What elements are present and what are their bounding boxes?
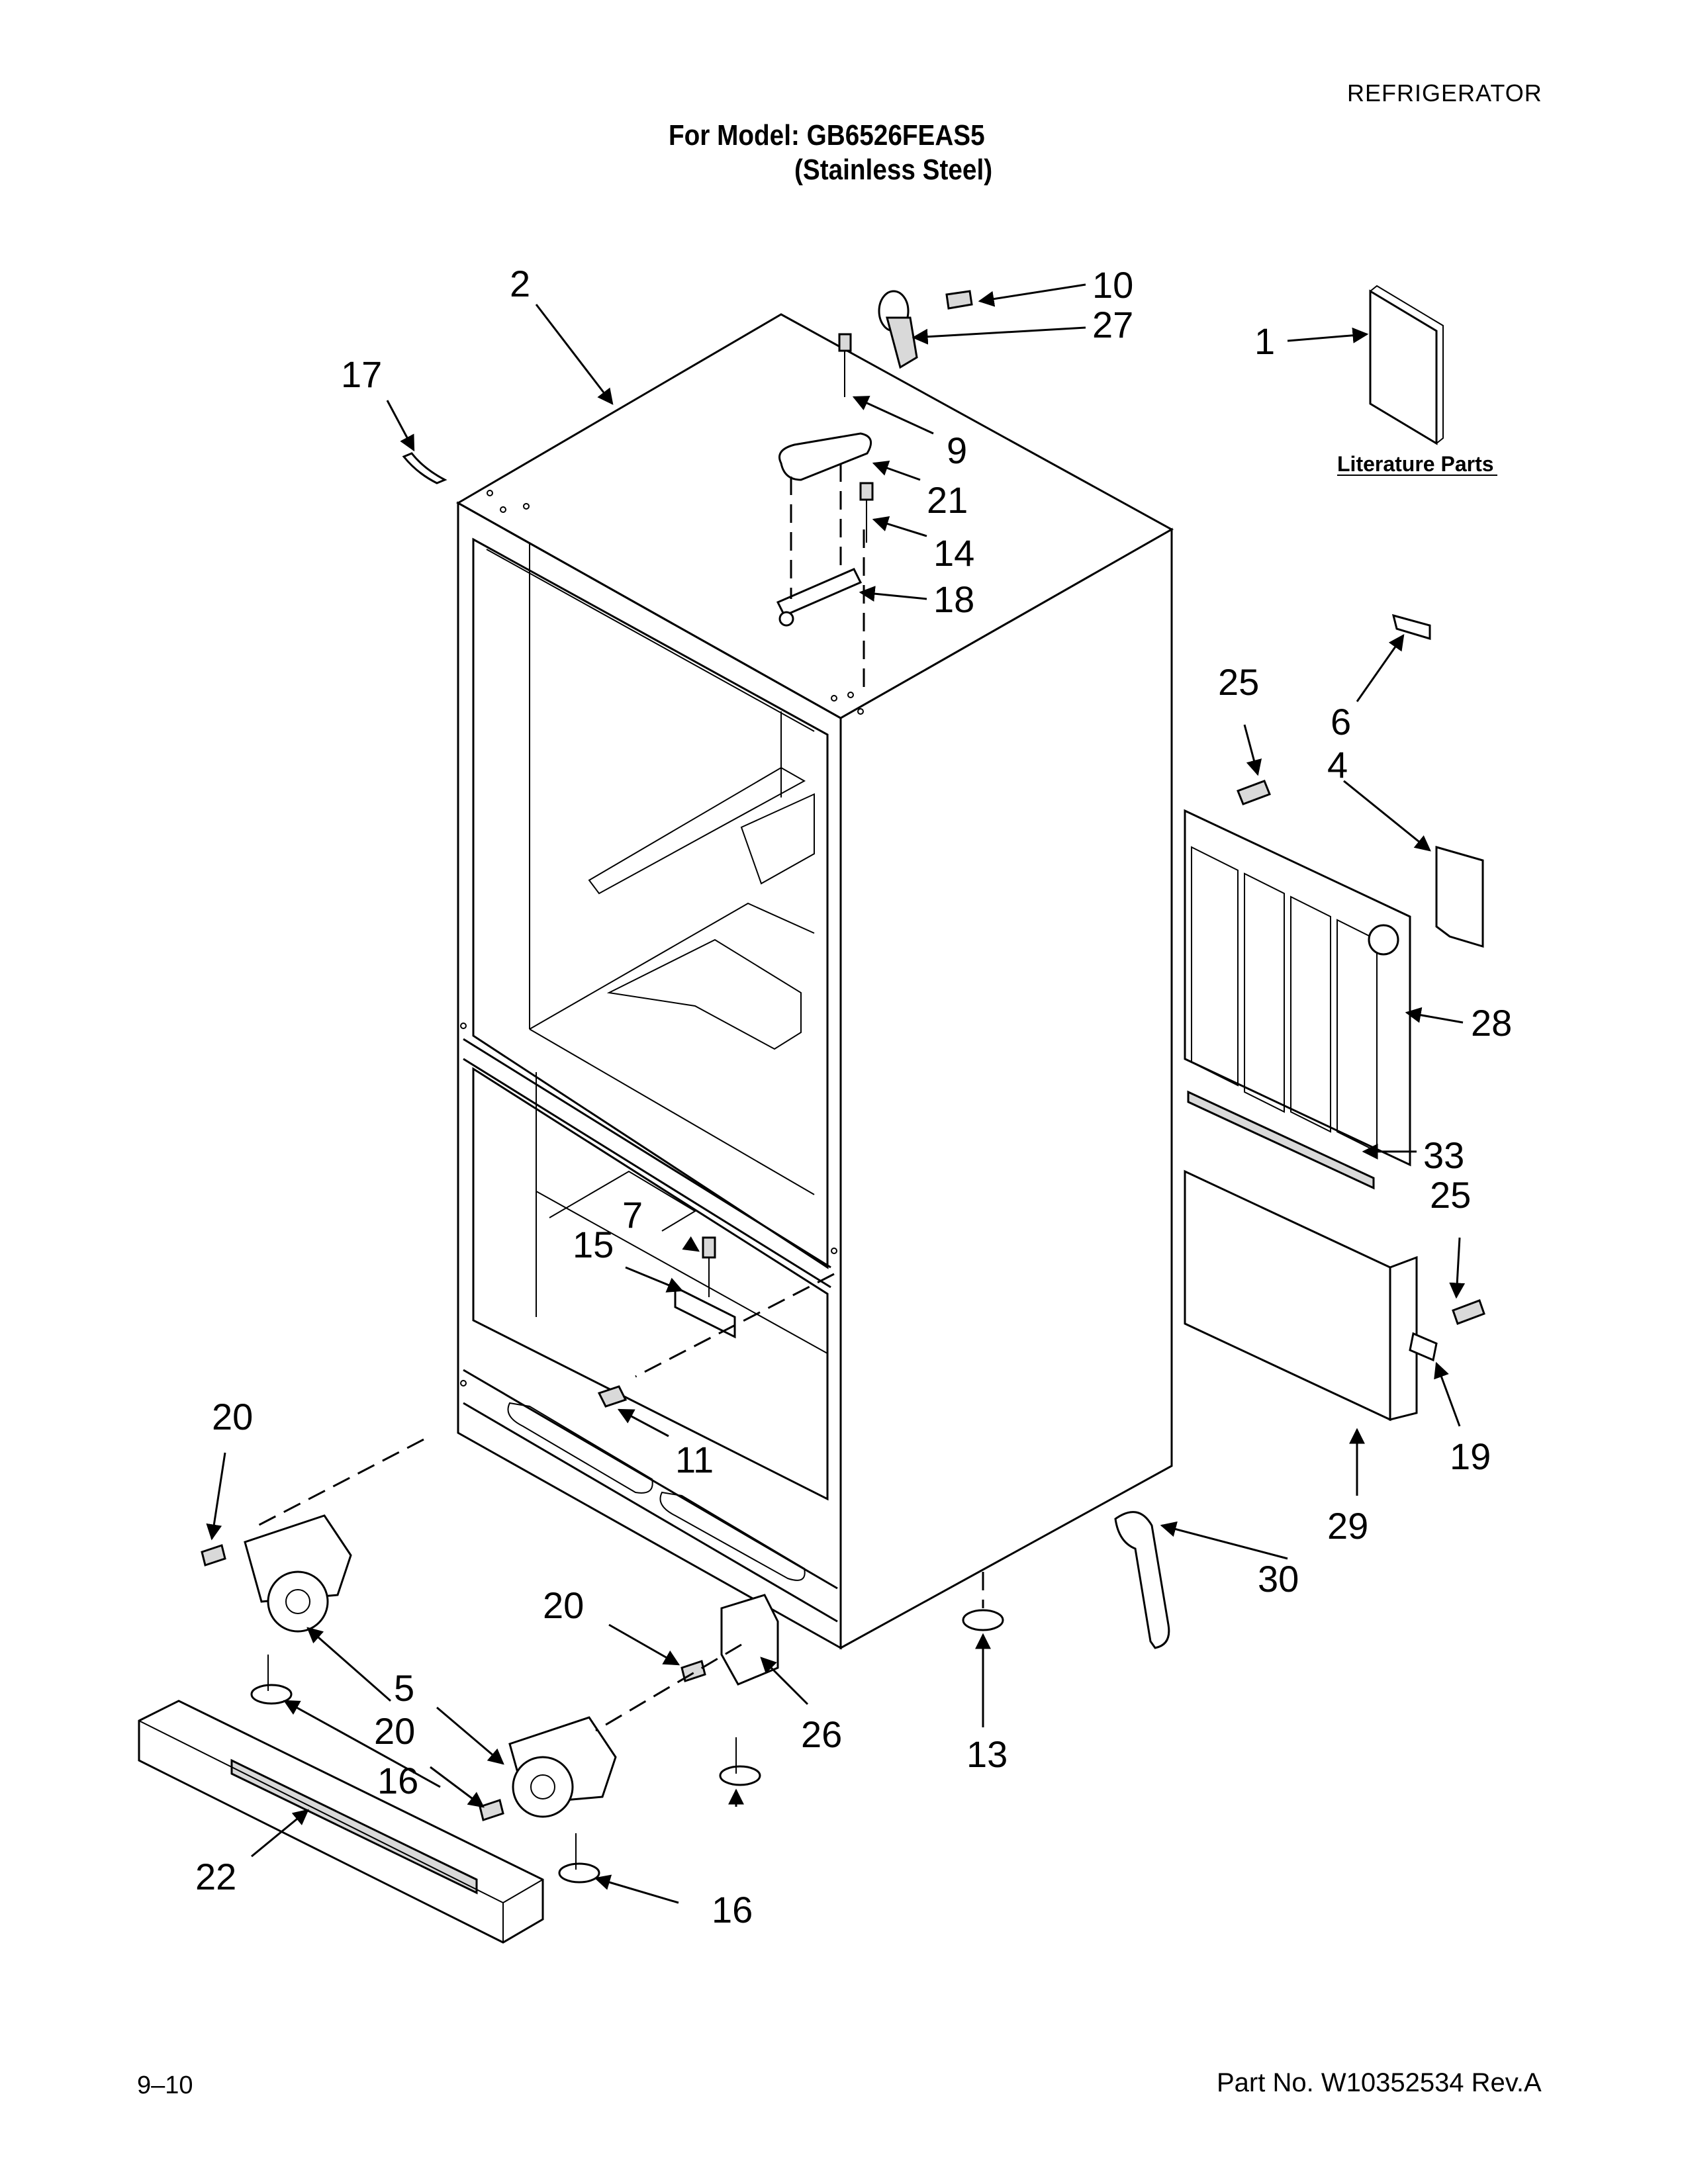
callout-28: 28 — [1471, 1002, 1512, 1044]
screw-20c — [479, 1799, 504, 1821]
leveling-leg-center — [719, 1737, 761, 1786]
callout-33: 33 — [1423, 1134, 1464, 1176]
literature-label: Literature Parts — [1337, 452, 1494, 476]
literature-booklet — [1369, 285, 1444, 445]
callout-2: 2 — [510, 263, 530, 304]
callout-26: 26 — [801, 1713, 842, 1755]
screw-25-bottom — [1452, 1299, 1485, 1325]
assembly-line-left — [251, 1438, 424, 1530]
roller-left — [244, 1514, 352, 1633]
callout-4: 4 — [1327, 744, 1348, 786]
wrench-tool — [1114, 1511, 1170, 1649]
roller-right — [508, 1716, 617, 1818]
callout-14: 14 — [933, 532, 974, 574]
callout-9: 9 — [947, 430, 967, 471]
leveling-leg-right — [558, 1833, 600, 1884]
screw-25-top — [1237, 780, 1271, 805]
callout-13: 13 — [966, 1733, 1008, 1775]
callout-21: 21 — [927, 479, 968, 521]
grille-seal — [1187, 1090, 1375, 1190]
callout-11: 11 — [675, 1439, 714, 1480]
refrigerator-cabinet — [455, 313, 1174, 1650]
callout-25-bottom: 25 — [1430, 1174, 1471, 1216]
callout-5: 5 — [394, 1667, 414, 1709]
callout-16b: 16 — [712, 1889, 753, 1931]
plug-13 — [962, 1609, 1004, 1631]
drain-tube — [402, 452, 447, 484]
callout-10: 10 — [1092, 264, 1133, 306]
screw-11 — [597, 1385, 628, 1408]
screw-20a — [201, 1544, 226, 1567]
callout-6: 6 — [1331, 701, 1351, 743]
callout-1: 1 — [1254, 320, 1275, 362]
assembly-line-lower — [595, 1643, 742, 1732]
document-category: REFRIGERATOR — [1347, 79, 1542, 107]
callout-20b: 20 — [543, 1584, 584, 1626]
door-stop — [878, 290, 973, 369]
callout-29: 29 — [1327, 1505, 1368, 1547]
callout-20c: 20 — [374, 1710, 415, 1752]
top-hinge — [776, 333, 874, 695]
base-grille — [138, 1700, 544, 1944]
callout-30: 30 — [1258, 1558, 1299, 1600]
center-hinge — [674, 1236, 736, 1339]
callout-18: 18 — [933, 578, 974, 620]
access-grille — [1184, 809, 1411, 1167]
clip-4 — [1435, 846, 1484, 948]
callout-20a: 20 — [212, 1396, 253, 1437]
callout-15: 15 — [573, 1224, 614, 1265]
assembly-line-right — [635, 1273, 835, 1378]
callout-7: 7 — [622, 1194, 643, 1236]
callout-16a: 16 — [377, 1760, 418, 1801]
callout-19: 19 — [1450, 1435, 1491, 1477]
model-title: For Model: GB6526FEAS5 — [669, 119, 985, 152]
callout-17: 17 — [341, 353, 382, 395]
callout-22: 22 — [195, 1856, 236, 1897]
callout-25-top: 25 — [1218, 661, 1259, 703]
page-number: 9–10 — [137, 2071, 193, 2099]
toe-panel — [1184, 1169, 1418, 1422]
leader-arrows — [206, 283, 1466, 1904]
finish-subtitle: (Stainless Steel) — [794, 154, 993, 186]
clip-6 — [1391, 614, 1431, 641]
callout-27: 27 — [1092, 304, 1133, 345]
bracket-26 — [720, 1594, 779, 1686]
leveling-leg-left — [250, 1655, 293, 1705]
part-number: Part No. W10352534 Rev.A — [1217, 2068, 1542, 2097]
clamp-19 — [1409, 1332, 1438, 1362]
